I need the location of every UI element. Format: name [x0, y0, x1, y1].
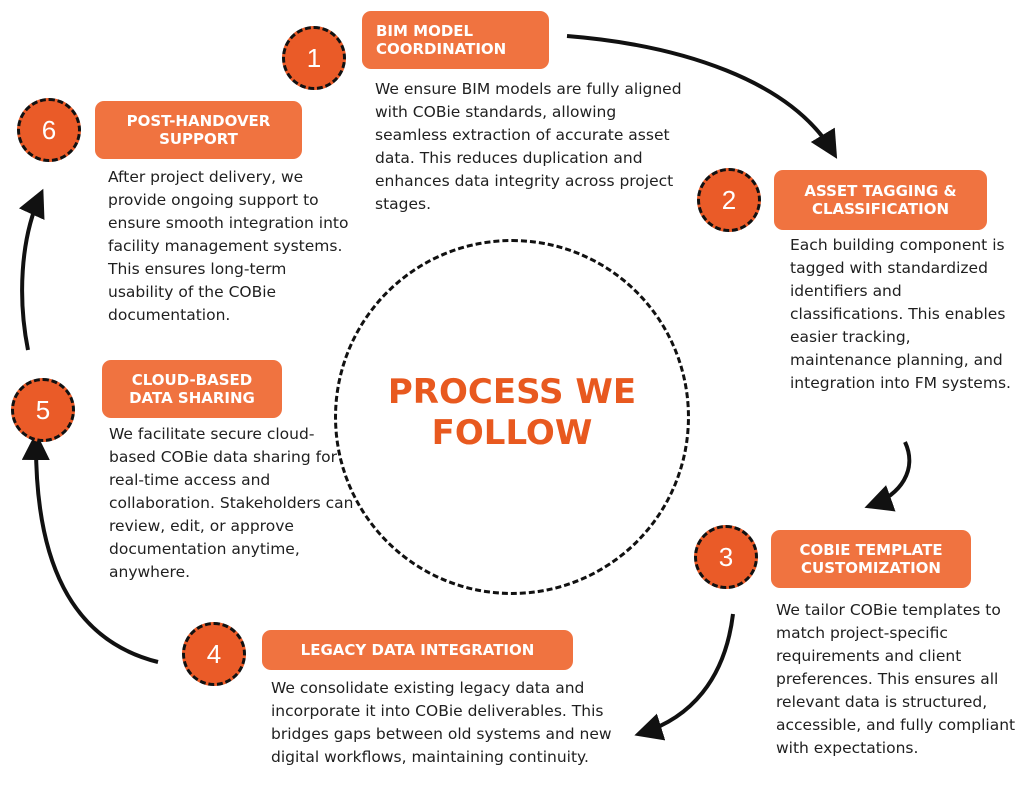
arrow-4-to-5: [21, 432, 159, 664]
arrow-1-to-2: [566, 34, 838, 159]
step-5-description: We facilitate secure cloud-based COBie d…: [109, 425, 354, 581]
step-6-description: After project delivery, we provide ongoi…: [108, 168, 349, 324]
step-3-description: We tailor COBie templates to match proje…: [776, 601, 1016, 757]
center-title: PROCESS WE FOLLOW: [387, 372, 637, 453]
step-1-number: 1: [282, 26, 346, 90]
step-2-title: ASSET TAGGING & CLASSIFICATION: [774, 170, 987, 230]
arrow-5-to-6: [18, 188, 45, 351]
step-3-title: COBIE TEMPLATE CUSTOMIZATION: [771, 530, 971, 588]
center-dashed-circle: [334, 239, 690, 595]
step-6-number: 6: [17, 98, 81, 162]
step-5-title: CLOUD-BASED DATA SHARING: [102, 360, 282, 418]
arrow-3-to-4: [634, 613, 735, 741]
step-1-title: BIM MODEL COORDINATION: [362, 11, 549, 69]
step-2-number: 2: [697, 168, 761, 232]
step-5-number: 5: [11, 378, 75, 442]
step-4-number: 4: [182, 622, 246, 686]
step-2-description: Each building component is tagged with s…: [790, 236, 1011, 392]
step-1-description: We ensure BIM models are fully aligned w…: [375, 80, 682, 213]
step-3-number: 3: [694, 525, 758, 589]
step-4-description: We consolidate existing legacy data and …: [271, 679, 612, 766]
arrow-2-to-3: [864, 441, 912, 512]
step-6-title: POST-HANDOVER SUPPORT: [95, 101, 302, 159]
step-4-title: LEGACY DATA INTEGRATION: [262, 630, 573, 670]
